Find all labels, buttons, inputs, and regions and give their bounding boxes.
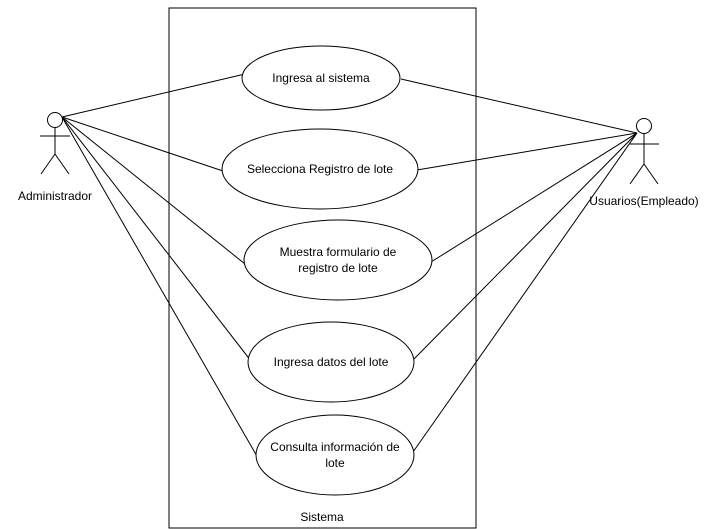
use-case-uc4: Ingresa datos del lote xyxy=(247,321,415,403)
actor-administrador xyxy=(40,112,70,175)
actor-head xyxy=(636,118,652,134)
actor-head xyxy=(47,112,63,128)
use-case-ellipse xyxy=(243,219,433,301)
use-case-label: Ingresa al sistema xyxy=(272,71,370,85)
use-case-label: Selecciona Registro de lote xyxy=(247,162,393,176)
actor-left-leg xyxy=(629,163,645,185)
association-admin-uc1 xyxy=(61,73,246,118)
use-case-ellipse xyxy=(221,128,419,210)
use-case-label: lote xyxy=(325,456,345,470)
use-case-ellipse xyxy=(241,45,401,111)
system-boundary: Sistema xyxy=(168,7,477,529)
association-admin-uc3 xyxy=(61,116,246,265)
system-boundary-box xyxy=(168,7,477,529)
associations xyxy=(61,73,638,459)
actor-left-leg xyxy=(40,153,56,175)
use-case-label: Consulta información de xyxy=(270,440,400,454)
use-case-uc3: Muestra formulario de registro de lote xyxy=(243,219,433,301)
use-case-label: Muestra formulario de xyxy=(280,245,397,259)
actor-usuarios xyxy=(629,118,659,185)
actor-user-label: Usuarios(Empleado) xyxy=(589,194,698,208)
association-user-uc2 xyxy=(416,132,638,171)
use-case-uc1: Ingresa al sistema xyxy=(241,45,401,111)
actor-right-leg xyxy=(643,163,659,185)
use-case-ellipse xyxy=(247,321,415,403)
association-user-uc1 xyxy=(400,78,638,134)
association-admin-uc4 xyxy=(61,116,259,371)
use-case-uc2: Selecciona Registro de lote xyxy=(221,128,419,210)
use-case-label: Ingresa datos del lote xyxy=(274,355,389,369)
association-user-uc3 xyxy=(430,132,638,263)
association-admin-uc5 xyxy=(61,116,259,459)
use-case-ellipse xyxy=(255,414,415,496)
use-case-label: registro de lote xyxy=(298,261,378,275)
association-user-uc5 xyxy=(412,132,638,453)
use-case-uc5: Consulta información de lote xyxy=(255,414,415,496)
actor-admin-label: Administrador xyxy=(18,189,92,203)
association-user-uc4 xyxy=(412,132,638,361)
association-admin-uc2 xyxy=(61,116,224,172)
actor-right-leg xyxy=(54,153,70,175)
system-label: Sistema xyxy=(300,510,344,524)
